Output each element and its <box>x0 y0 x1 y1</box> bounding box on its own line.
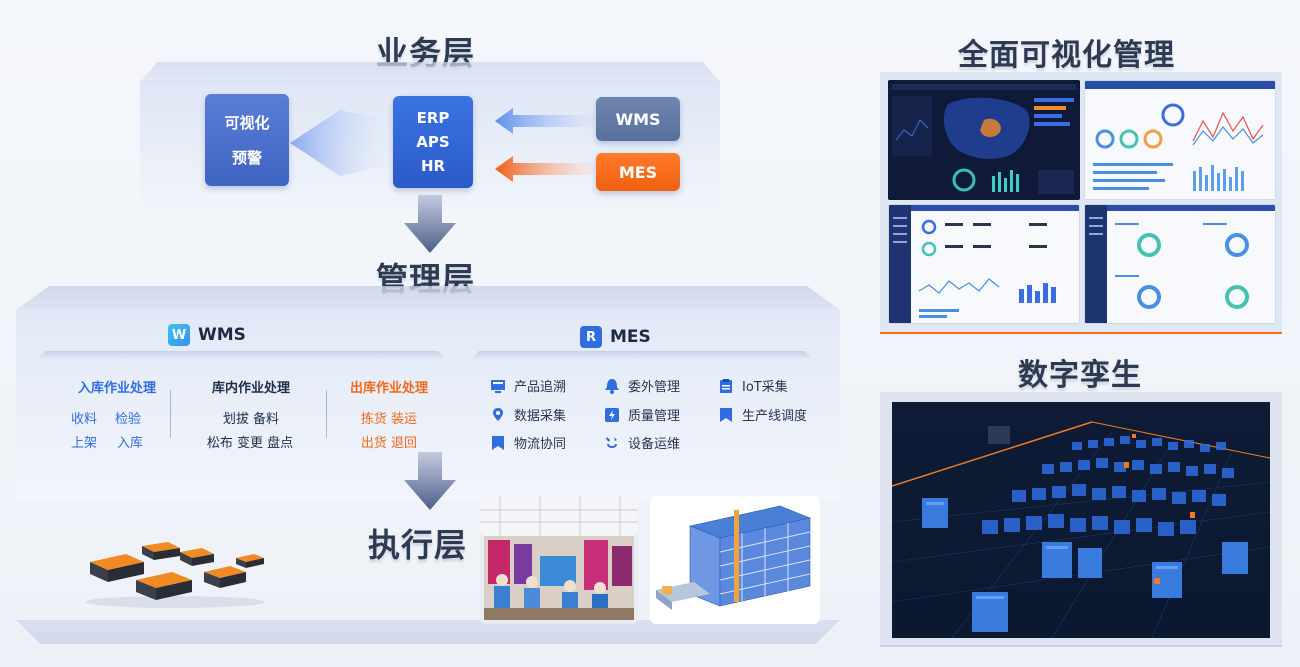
outbound-item: 出货 退回 <box>360 436 418 451</box>
screen-icon <box>491 379 505 393</box>
factory-workshop-photo <box>480 496 638 624</box>
erp-aps-hr-card: ERP APS HR <box>393 96 473 188</box>
aps-label: APS <box>416 133 450 151</box>
mes-item: 产品追溯 <box>490 376 566 395</box>
execute-layer-title: 执行层 <box>368 526 468 564</box>
mes-item: IoT采集 <box>718 376 788 395</box>
mes-item: 生产线调度 <box>718 405 807 424</box>
inbound-item: 入库 <box>116 436 143 451</box>
wrench-icon <box>606 436 617 448</box>
digital-twin-scene <box>892 402 1270 638</box>
mes-item: 物流协同 <box>490 433 566 452</box>
mes-item: 质量管理 <box>604 405 680 424</box>
wms-logo-icon: W <box>168 324 190 346</box>
visual-label: 可视化 <box>224 114 270 132</box>
wms-system-header: W WMS <box>168 324 246 346</box>
clipboard-icon <box>720 378 732 393</box>
mes-item: 设备运维 <box>604 433 680 452</box>
automated-warehouse-illustration <box>650 496 820 624</box>
inbound-title: 入库作业处理 <box>77 381 156 396</box>
dashboard-map-screen <box>888 80 1080 200</box>
divider <box>326 390 327 438</box>
internal-item: 划拔 备料 <box>222 412 280 427</box>
outbound-item: 拣货 装运 <box>360 412 418 427</box>
mes-item: 委外管理 <box>604 376 680 395</box>
divider <box>170 390 171 438</box>
mes-system-name: MES <box>610 327 651 347</box>
internal-title: 库内作业处理 <box>211 381 290 396</box>
mes-band <box>472 351 812 359</box>
internal-item: 松布 变更 盘点 <box>206 436 294 451</box>
execute-layer-base <box>16 620 840 644</box>
down-arrow-icon <box>404 452 456 510</box>
outbound-title: 出库作业处理 <box>349 381 428 396</box>
digital-twin-title: 数字孪生 <box>1018 358 1142 393</box>
mes-logo-icon: R <box>580 326 602 348</box>
inbound-item: 收料 <box>70 412 97 427</box>
inbound-item: 上架 <box>70 436 97 451</box>
visual-warning-card: 可视化 预警 <box>205 94 289 186</box>
mes-item: 数据采集 <box>490 405 566 424</box>
down-arrow-icon <box>404 195 456 253</box>
erp-label: ERP <box>416 109 450 127</box>
blue-arrow-left-icon <box>495 108 595 134</box>
business-layer-top <box>140 62 720 82</box>
flag-icon <box>492 435 504 450</box>
orange-arrow-left-icon <box>495 156 595 182</box>
agv-robots-illustration <box>85 542 265 608</box>
wms-band <box>38 351 446 359</box>
visual-management-title: 全面可视化管理 <box>958 38 1175 73</box>
lightning-icon <box>605 407 619 422</box>
mes-system-header: R MES <box>580 326 651 348</box>
dashboard-stats-screen <box>888 204 1080 324</box>
bookmark-icon <box>720 407 732 422</box>
bell-icon <box>605 378 619 394</box>
dashboard-donuts-screen <box>1084 204 1276 324</box>
wms-system-name: WMS <box>198 325 246 345</box>
dashboard-charts-screen <box>1084 80 1276 200</box>
glow-arrow-left-icon <box>290 110 395 176</box>
warning-label: 预警 <box>231 149 262 167</box>
mes-card: MES <box>596 153 680 191</box>
hr-label: HR <box>420 157 446 175</box>
inbound-item: 检验 <box>114 412 141 427</box>
location-pin-icon <box>493 407 503 421</box>
wms-card: WMS <box>596 97 680 141</box>
manage-layer-top <box>16 286 840 310</box>
